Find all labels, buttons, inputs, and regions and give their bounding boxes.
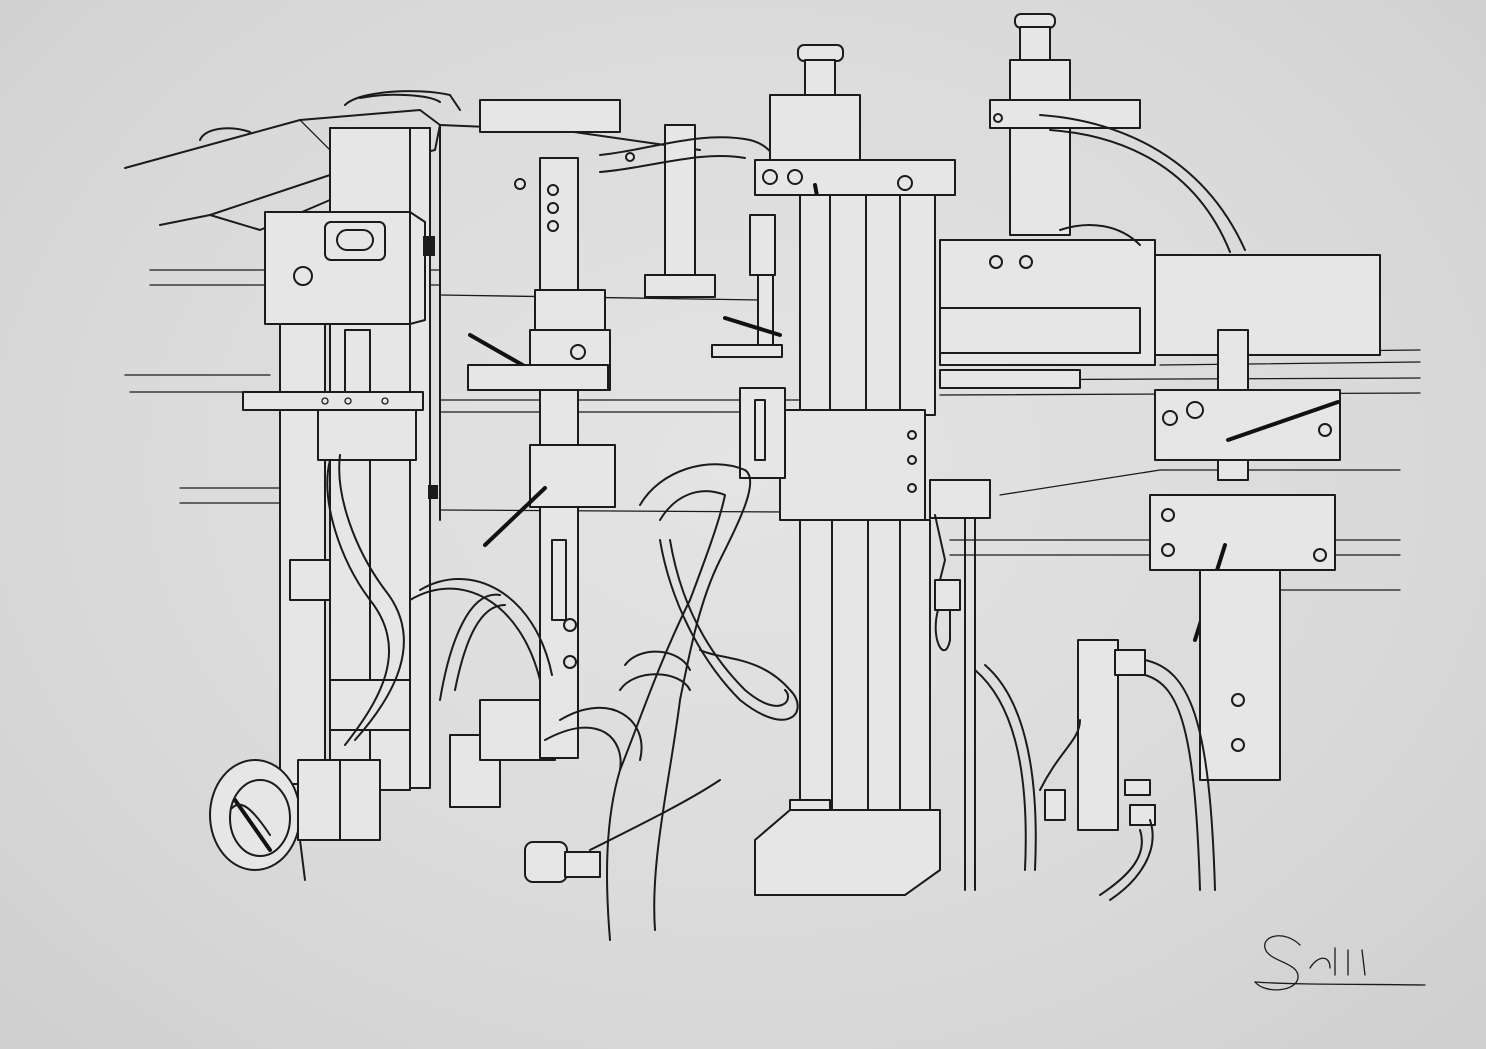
artist-signature-mark xyxy=(1254,935,1426,991)
center-left-slide xyxy=(467,157,616,759)
lower-right-posts xyxy=(929,479,1156,891)
hoses xyxy=(326,454,1216,941)
upper-center-bracket xyxy=(439,99,781,521)
right-clamps xyxy=(1149,329,1341,781)
lower-left-valve xyxy=(209,699,556,881)
right-upper-cylinder xyxy=(939,13,1381,389)
central-cylinder xyxy=(711,44,956,896)
